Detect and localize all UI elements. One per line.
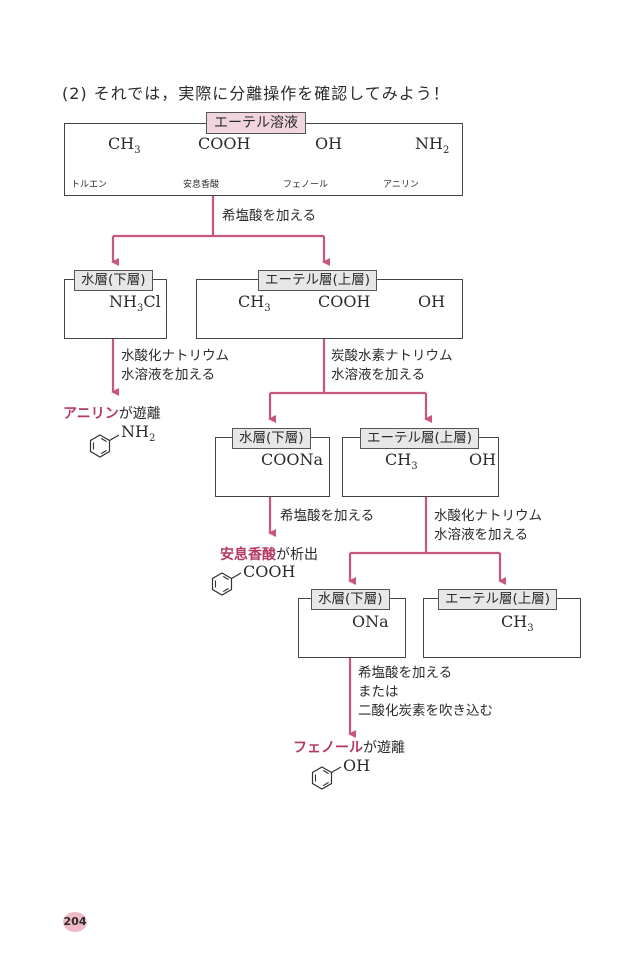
ether1-phenol-formula: OH bbox=[418, 292, 446, 311]
ether-layer-2-title: エーテル層(上層) bbox=[360, 428, 480, 449]
ether-solution-box bbox=[64, 123, 463, 196]
benzoic-acid-formula: COOH bbox=[198, 134, 251, 153]
ether-layer-3-title: エーテル層(上層) bbox=[438, 589, 558, 610]
benzene-ring-aniline-free bbox=[89, 434, 120, 458]
benzoic-acid-name: 安息香酸 bbox=[183, 180, 220, 190]
phenol-result-label: フェノールが遊離 bbox=[293, 740, 405, 756]
water-layer-2-title: 水層(下層) bbox=[232, 428, 311, 449]
ether2-phenol-formula: OH bbox=[469, 450, 497, 469]
step2b-reagent-line2: 水溶液を加える bbox=[331, 367, 426, 383]
benzoic-result-label: 安息香酸が析出 bbox=[220, 547, 318, 563]
step3a-reagent: 希塩酸を加える bbox=[280, 508, 375, 524]
water-layer-3-title: 水層(下層) bbox=[311, 589, 390, 610]
ether-solution-title: エーテル溶液 bbox=[206, 112, 306, 134]
aniline-formula: NH2 bbox=[415, 134, 450, 157]
page-number: 204 bbox=[63, 912, 87, 932]
ether-layer-1-title: エーテル層(上層) bbox=[258, 270, 378, 291]
flow-connector-step2 bbox=[268, 338, 432, 423]
water-layer-1-title: 水層(下層) bbox=[74, 270, 153, 291]
flow-connector-step1 bbox=[111, 195, 330, 266]
phenol-formula: OH bbox=[315, 134, 343, 153]
step3b-reagent-line2: 水溶液を加える bbox=[434, 527, 529, 543]
ether1-benzoic-formula: COOH bbox=[318, 292, 371, 311]
step3b-reagent-line1: 水酸化ナトリウム bbox=[434, 508, 542, 524]
aniline-result-label: アニリンが遊離 bbox=[63, 406, 161, 422]
phenoxide-formula: ONa bbox=[352, 612, 389, 631]
aniline-name: アニリン bbox=[383, 180, 419, 190]
benzene-ring-benzoic-free bbox=[211, 572, 242, 596]
section-heading: (2) それでは，実際に分離操作を確認してみよう！ bbox=[62, 84, 450, 103]
phenol-free-formula: OH bbox=[343, 756, 371, 775]
aniline-free-formula: NH2 bbox=[121, 422, 156, 445]
step2a-reagent-line1: 水酸化ナトリウム bbox=[121, 348, 229, 364]
benzoate-formula: COONa bbox=[261, 450, 324, 469]
ether3-toluene-formula: CH3 bbox=[501, 612, 534, 635]
step4-reagent-line2: または bbox=[358, 684, 399, 700]
toluene-name: トルエン bbox=[71, 180, 108, 190]
toluene-formula: CH3 bbox=[108, 134, 141, 157]
benzoic-free-formula: COOH bbox=[243, 562, 296, 581]
step4-reagent-line3: 二酸化炭素を吹き込む bbox=[358, 703, 493, 719]
step4-reagent-line1: 希塩酸を加える bbox=[358, 665, 453, 681]
step2b-reagent-line1: 炭酸水素ナトリウム bbox=[331, 348, 453, 364]
step1-reagent: 希塩酸を加える bbox=[222, 208, 317, 224]
ether2-toluene-formula: CH3 bbox=[385, 450, 418, 473]
ether1-toluene-formula: CH3 bbox=[238, 292, 271, 315]
flow-connector-step3 bbox=[348, 496, 506, 585]
step2a-reagent-line2: 水溶液を加える bbox=[121, 367, 216, 383]
phenol-name: フェノール bbox=[283, 180, 329, 190]
benzene-ring-phenol-free bbox=[311, 766, 342, 790]
anilinium-formula: NH3Cl bbox=[109, 292, 161, 315]
